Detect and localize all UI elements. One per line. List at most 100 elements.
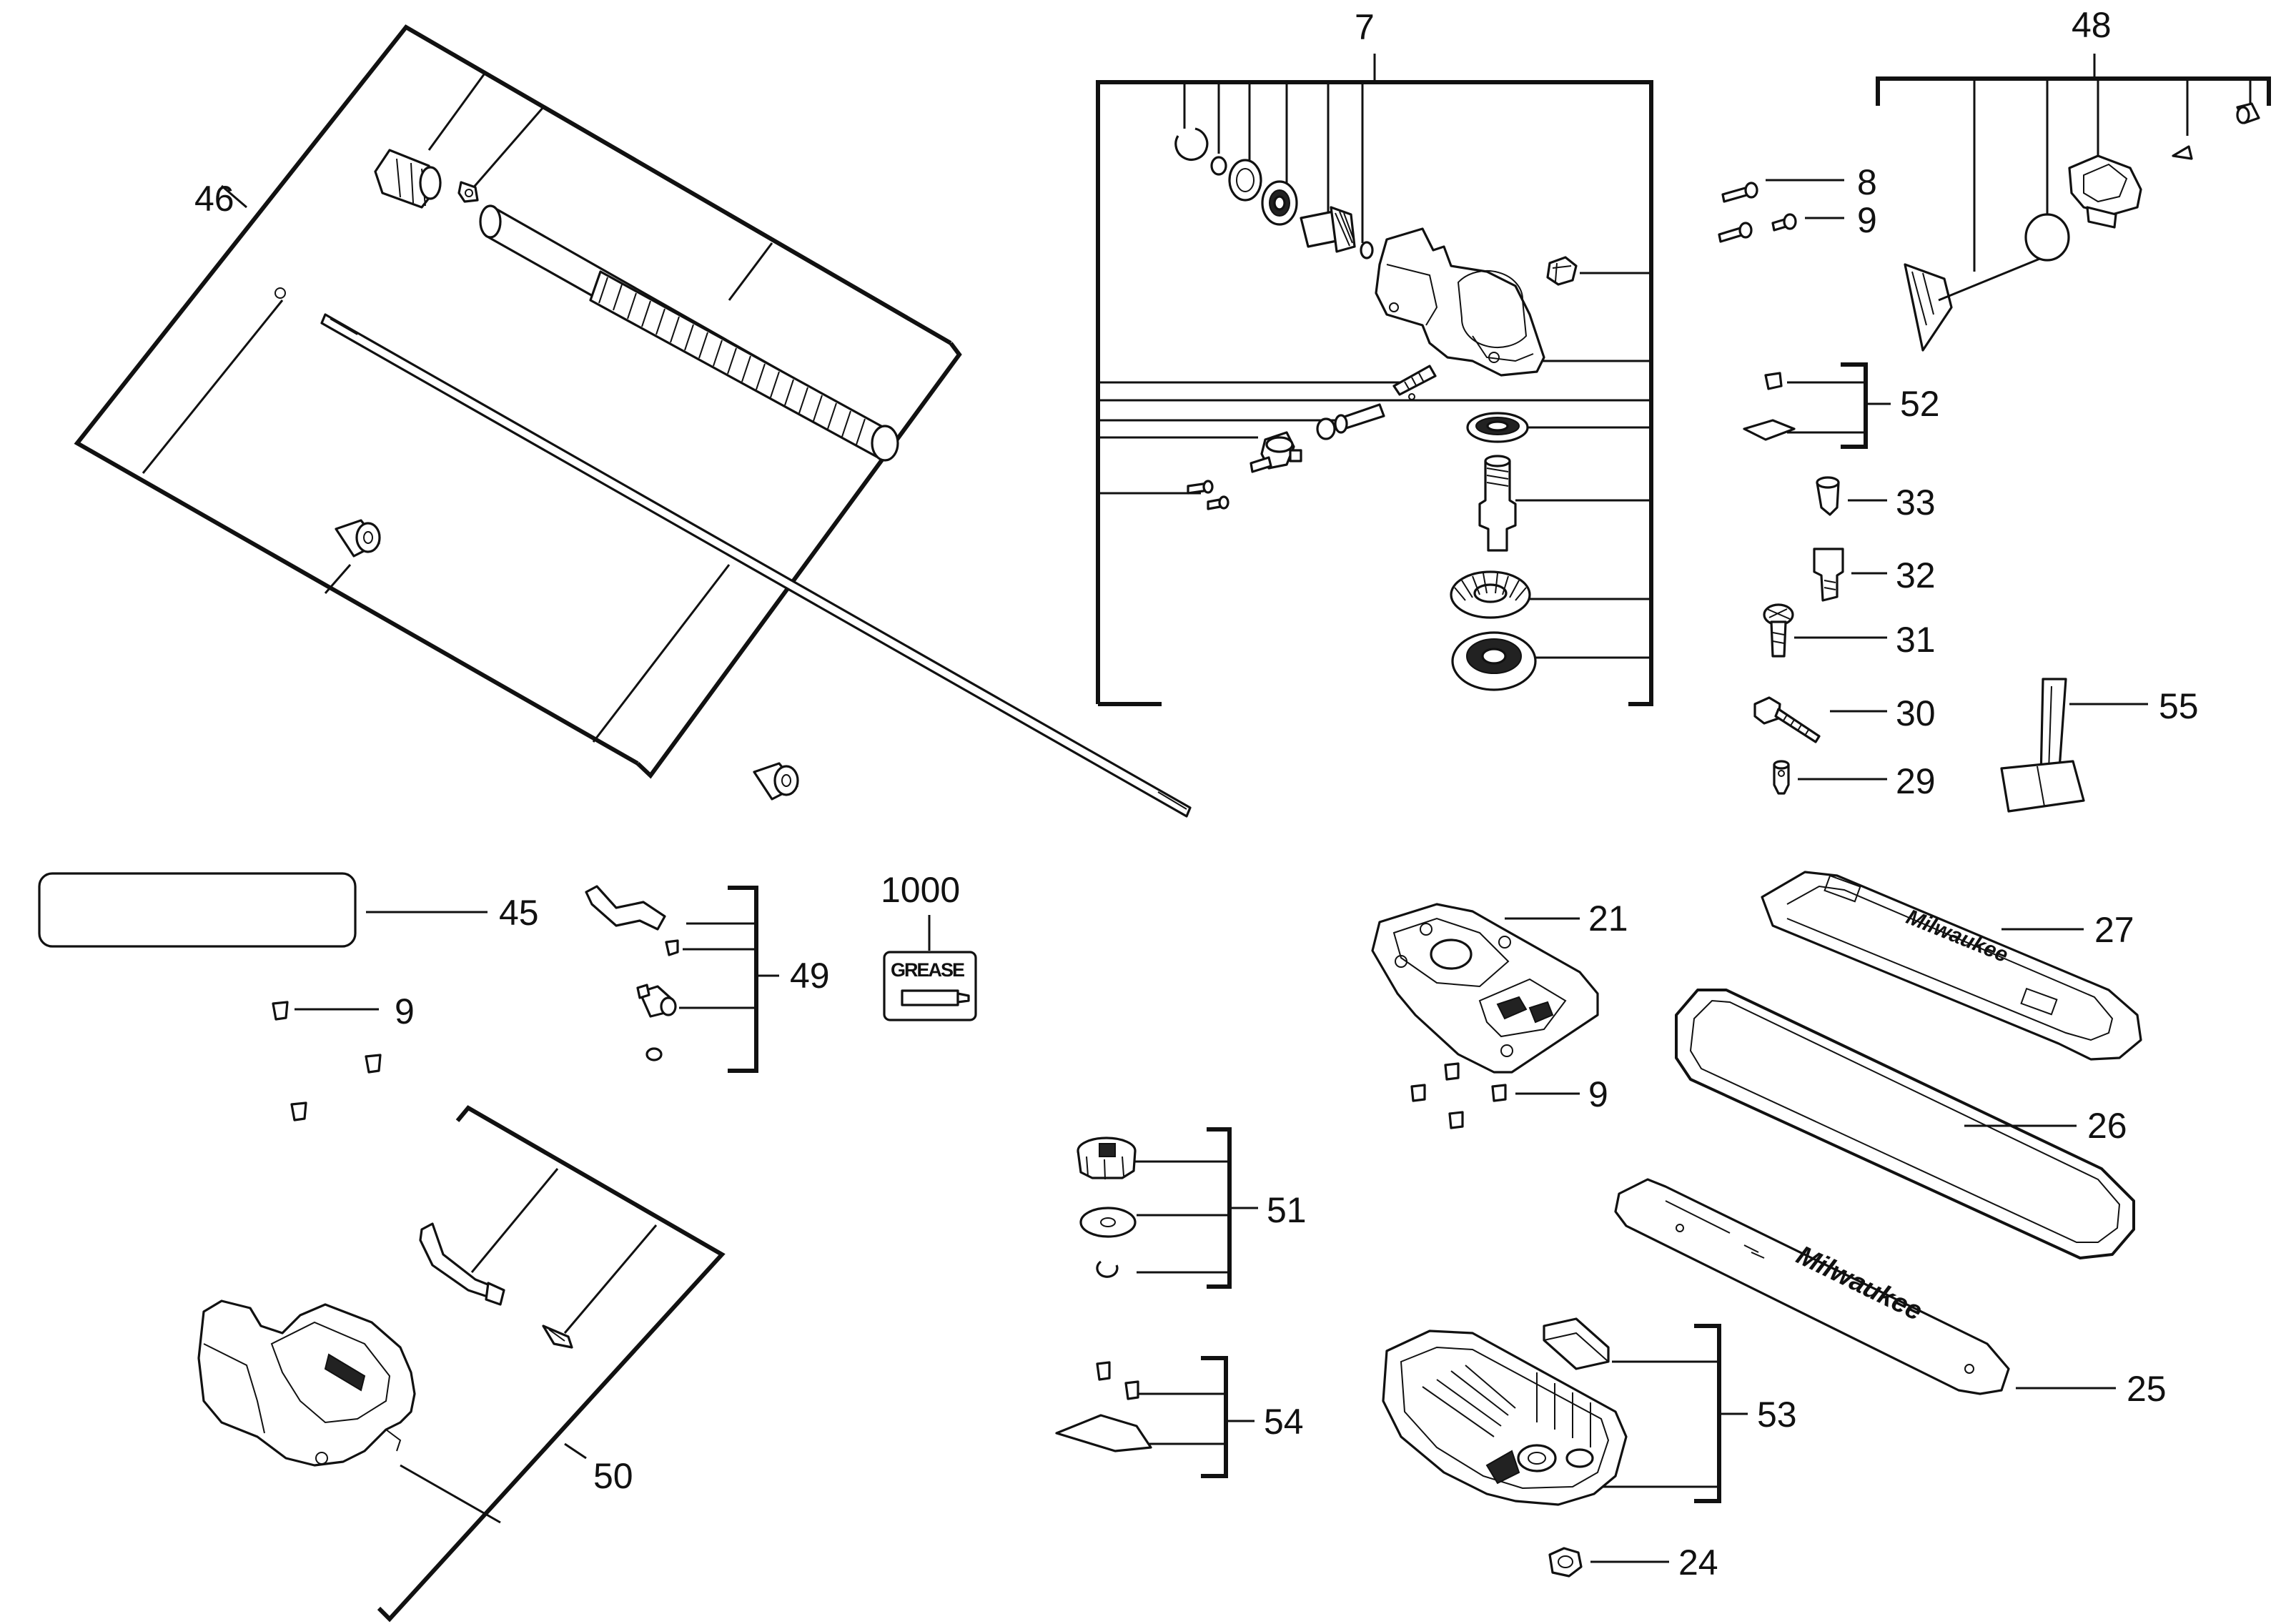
callout-33: 33 [1896,482,1936,523]
part-9-screws-left: 9 [272,991,415,1122]
plate-part [1743,419,1796,441]
callout-52: 52 [1900,384,1940,424]
bearing-part-4 [1451,631,1537,691]
callout-9-top: 9 [1857,200,1877,240]
part-30-bolt: 30 [1753,693,1936,743]
callout-53: 53 [1757,1395,1797,1435]
group-48-oil-cap-assembly: 48 [1876,5,2271,352]
ring-part [274,287,286,299]
oil-cap-part [2068,154,2142,229]
part-29: 29 [1773,760,1936,801]
bushing-part-lower [753,762,799,801]
group-7-gearhead-assembly: 7 [1096,7,1653,706]
part-24-nut: 24 [1548,1543,1718,1583]
group-54: 54 [1055,1356,1304,1478]
callout-49: 49 [790,956,830,996]
callout-9-left: 9 [395,991,415,1031]
small-cylinder-part [2236,102,2260,124]
oil-valve-part [636,984,677,1018]
callout-48: 48 [2072,5,2112,45]
part-21-base-plate: 21 [1371,898,1628,1074]
leader-46 [221,184,247,209]
screw-part-b [1207,495,1229,510]
flex-shaft-part [320,313,1192,818]
callout-30: 30 [1896,693,1936,733]
callout-21: 21 [1588,898,1628,939]
washer-51-part [1079,1207,1137,1238]
cone-tip-part [2172,145,2193,160]
part-27-scabbard: Milwaukee 27 [1761,871,2142,1061]
oil-tank-part [197,1299,416,1467]
hex-plug-part [1546,256,1578,286]
part-8-screw: 8 [1721,162,1877,203]
filter-part [542,1325,573,1349]
cap-oring-part [2024,213,2070,262]
callout-9-mid: 9 [1588,1074,1608,1114]
group-52: 52 [1743,362,1940,449]
sprocket-part [1077,1137,1137,1180]
bar-pad-part [1543,1317,1610,1370]
tank-hose-part [419,1222,505,1306]
callout-26: 26 [2087,1106,2127,1146]
screw-54b-part [1124,1380,1139,1400]
valve-oring-part [645,1047,663,1061]
callout-31: 31 [1896,620,1936,660]
callout-45: 45 [499,893,539,933]
spindle-part [1478,455,1517,552]
grease-label: GREASE [891,959,964,981]
washer-part [1210,156,1227,176]
retaining-ring-part [1174,127,1209,161]
long-pin-part [1334,403,1385,434]
part-9-screws-mid: 9 [1410,1062,1608,1129]
callout-25: 25 [2127,1369,2167,1409]
group-53-side-cover: 53 [1382,1317,1797,1506]
callout-55: 55 [2159,686,2199,726]
bearing-part-2 [1261,180,1298,226]
hose-screw-part [665,939,679,956]
callout-51: 51 [1267,1190,1307,1230]
group-46-shaft-assembly: 46 [74,24,1192,818]
pinion-gear-part [1300,206,1356,253]
callout-1000: 1000 [881,870,960,910]
pivot-bolt-part [1392,365,1437,396]
callout-50: 50 [593,1456,633,1496]
oring-part [1360,241,1374,259]
part-9-screws-top: 9 [1718,200,1877,243]
part-26-chain: 26 [1675,989,2135,1259]
part-25-guide-bar: Milwaukee 25 [1614,1178,2167,1409]
callout-7: 7 [1355,7,1375,47]
gear-housing-part [1375,227,1545,377]
oil-hose-part [585,885,666,931]
oring-part-2 [1316,417,1336,440]
callout-24: 24 [1678,1543,1718,1583]
group-51: 51 [1077,1127,1307,1289]
bushing-part-upper [335,519,381,558]
part-1000-grease: 1000 GREASE [881,870,977,1021]
cover-plate-part [1055,1414,1152,1452]
screw-part-a [1187,480,1214,495]
oil-fitting-part [1250,431,1302,473]
clip-part [457,181,479,203]
small-screw-part [1764,372,1783,390]
callout-8: 8 [1857,162,1877,202]
screw-54a-part [1096,1361,1111,1381]
callout-46: 46 [194,179,234,219]
callout-32: 32 [1896,555,1936,595]
group-49: 49 [585,885,830,1073]
callout-27: 27 [2094,910,2134,950]
bevel-gear-part [1450,570,1531,619]
drive-tube-part [479,204,899,462]
group-50-oil-tank: 50 [197,1105,726,1623]
bearing-part-1 [1228,159,1262,202]
callout-29: 29 [1896,761,1936,801]
callout-54: 54 [1264,1402,1304,1442]
eclip-part [1096,1260,1119,1278]
coupler-part [374,149,442,209]
pin-part [1408,393,1415,400]
dipstick-part [1904,247,2063,352]
side-cover-part [1382,1330,1628,1506]
part-33: 33 [1816,476,1936,523]
bearing-part-3 [1466,412,1529,443]
part-55-wrench: 55 [2000,678,2199,813]
